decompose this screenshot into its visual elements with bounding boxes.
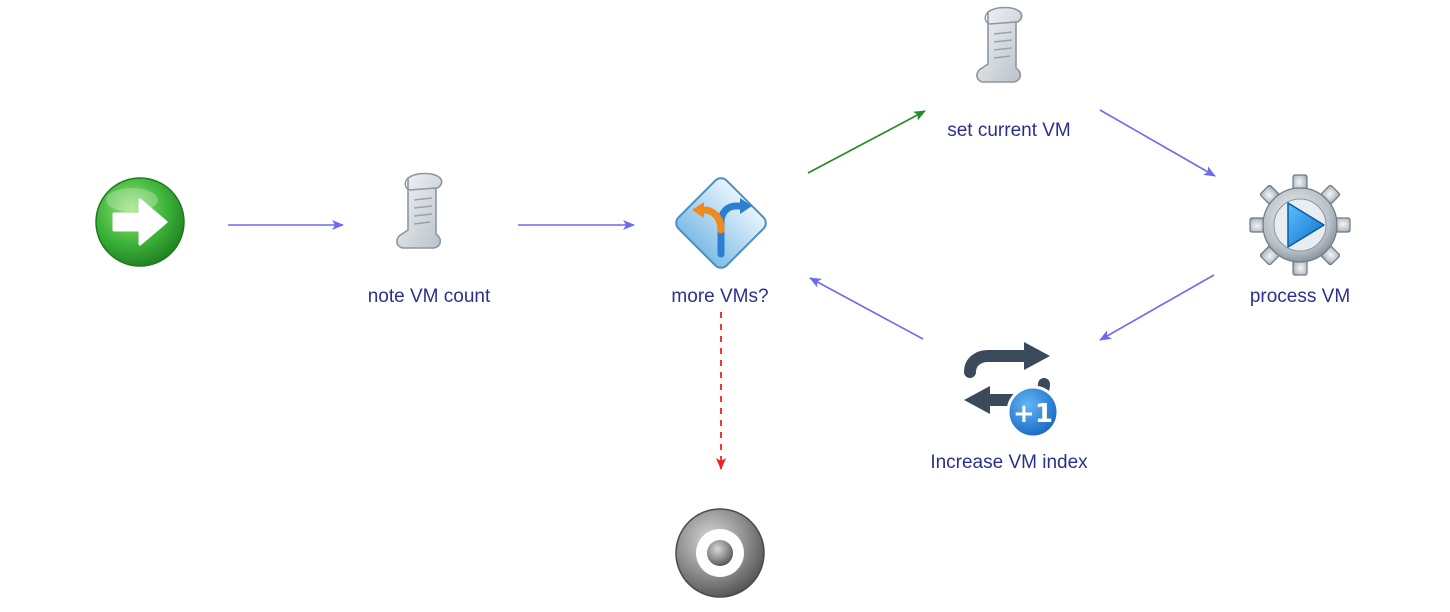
process-vm-node[interactable]: process VM bbox=[1249, 174, 1351, 307]
node-label-set-current-vm: set current VM bbox=[947, 120, 1071, 141]
connector-increase-to-decision[interactable] bbox=[809, 277, 924, 340]
node-label-note-vm-count: note VM count bbox=[368, 286, 491, 307]
node-label-process-vm: process VM bbox=[1250, 286, 1350, 307]
script-scroll-icon bbox=[976, 6, 1023, 83]
gear-play-icon bbox=[1249, 174, 1351, 276]
connector-process-to-increase[interactable] bbox=[1099, 274, 1215, 341]
script-scroll-icon bbox=[396, 172, 443, 249]
end-target-icon bbox=[675, 508, 765, 598]
start-node[interactable] bbox=[95, 177, 185, 267]
end-node[interactable] bbox=[675, 508, 765, 598]
start-arrow-icon bbox=[95, 177, 185, 267]
connector-set-current-to-process[interactable] bbox=[1099, 109, 1216, 177]
more-vms-decision-node[interactable]: more VMs? bbox=[671, 175, 769, 307]
loop-increment-icon: +1 bbox=[964, 342, 1060, 439]
node-label-increase-vm-index: Increase VM index bbox=[930, 452, 1088, 473]
decision-icon bbox=[675, 177, 767, 269]
svg-text:+1: +1 bbox=[1013, 399, 1053, 429]
connector-decision-to-set-current[interactable] bbox=[807, 110, 926, 174]
node-label-more-vms: more VMs? bbox=[671, 286, 768, 307]
set-current-vm-node[interactable]: set current VM bbox=[947, 6, 1071, 142]
increase-vm-index-node[interactable]: +1 Increase VM index bbox=[930, 342, 1088, 473]
note-vm-count-node[interactable]: note VM count bbox=[368, 172, 491, 308]
